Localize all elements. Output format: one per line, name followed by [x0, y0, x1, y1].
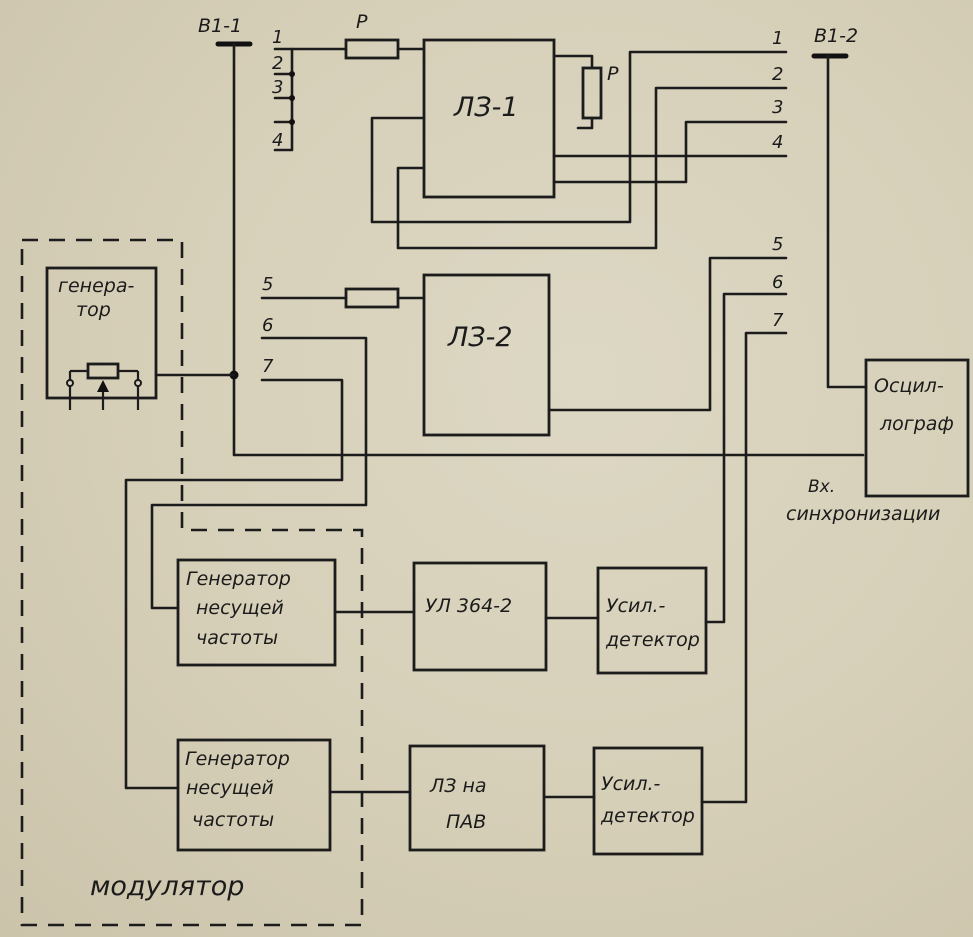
pin-dot — [289, 95, 295, 101]
generator-label-2: тор — [76, 299, 111, 321]
block-oscilloscope — [864, 358, 970, 498]
resistor-r1-label: Р — [356, 11, 368, 33]
amp2-label-1: Усил.- — [601, 773, 661, 795]
b1-2-wire-to-osc — [826, 54, 868, 389]
resistor-r2 — [581, 66, 603, 120]
pin-mid-left-5: 5 — [262, 274, 273, 295]
pin-right-1: 1 — [772, 28, 783, 49]
resistor-r2-label: Р — [607, 63, 619, 85]
amp2-to-pin7 — [700, 331, 788, 804]
carrier1-label-2: несущей — [196, 597, 284, 619]
pin-dot — [289, 71, 295, 77]
pin-right-2: 2 — [772, 64, 783, 85]
block-generator — [45, 266, 158, 400]
pin-left-2: 2 — [272, 53, 283, 74]
block-amp-detector-2 — [592, 746, 704, 856]
pin-right-3: 3 — [772, 97, 783, 118]
lz1-loop-pin1 — [370, 50, 788, 224]
potentiometer — [86, 362, 120, 380]
osc-label-1: Осцил- — [874, 375, 944, 397]
lzpav-label-1: ЛЗ на — [429, 775, 487, 797]
amp1-label-2: детектор — [605, 629, 700, 651]
resistor-r1 — [344, 38, 400, 60]
pin-mid-right-6: 6 — [772, 272, 783, 293]
amp1-label-1: Усил.- — [606, 595, 666, 617]
carrier2-label-1: Генератор — [185, 748, 290, 770]
potentiometer-leads — [68, 369, 140, 410]
pin7-to-carrier2 — [124, 378, 344, 790]
resistor-r3 — [344, 287, 400, 309]
potentiometer-wiper — [97, 380, 109, 392]
generator-label-1: генера- — [58, 275, 134, 297]
block-lz1-label: ЛЗ-1 — [453, 92, 519, 123]
lzpav-label-2: ПАВ — [446, 811, 486, 833]
block-lz-pav — [408, 744, 546, 852]
left-pin-bus — [273, 47, 294, 152]
carrier1-label-3: частоты — [196, 627, 278, 649]
carrier2-label-3: частоты — [192, 809, 274, 831]
pin-left-3: 3 — [272, 77, 283, 98]
b1-1-wire-to-sync — [232, 42, 865, 457]
block-carrier-generator-2 — [176, 738, 332, 852]
block-lz2-label: ЛЗ-2 — [447, 322, 513, 353]
block-ul364 — [412, 561, 548, 672]
block-ul364-label: УЛ 364-2 — [425, 595, 512, 617]
carrier1-label-1: Генератор — [186, 568, 291, 590]
modulator-frame — [20, 238, 364, 927]
terminal — [66, 379, 74, 387]
amp2-label-2: детектор — [600, 805, 695, 827]
pin-mid-right-5: 5 — [772, 234, 783, 255]
pin-mid-left-6: 6 — [262, 315, 273, 336]
lz1-out-pin3 — [552, 120, 788, 184]
r2-wire — [552, 54, 594, 130]
switch-b1-1-label: В1-1 — [198, 15, 242, 37]
pin-mid-right-7: 7 — [772, 310, 784, 331]
pin-mid-left-7: 7 — [262, 356, 274, 377]
switch-b1-2-label: В1-2 — [814, 25, 858, 47]
sync-input-label-2: синхронизации — [786, 503, 940, 525]
pin-dot — [289, 119, 295, 125]
terminal — [134, 379, 142, 387]
pin-left-4: 4 — [272, 130, 283, 151]
block-amp-detector-1 — [596, 566, 708, 675]
block-lz2 — [422, 273, 551, 437]
pin-left-1: 1 — [272, 27, 283, 48]
modulator-label: модулятор — [90, 871, 244, 902]
carrier2-label-2: несущей — [186, 777, 274, 799]
pin-right-4: 4 — [772, 132, 783, 153]
amp1-to-pin6 — [704, 292, 788, 624]
osc-label-2: лограф — [879, 413, 954, 435]
lz2-out-pin5 — [547, 256, 788, 412]
lz1-loop-pin2 — [396, 86, 788, 250]
pin6-to-carrier1 — [150, 336, 368, 610]
sync-input-label-1: Вх. — [808, 477, 835, 497]
